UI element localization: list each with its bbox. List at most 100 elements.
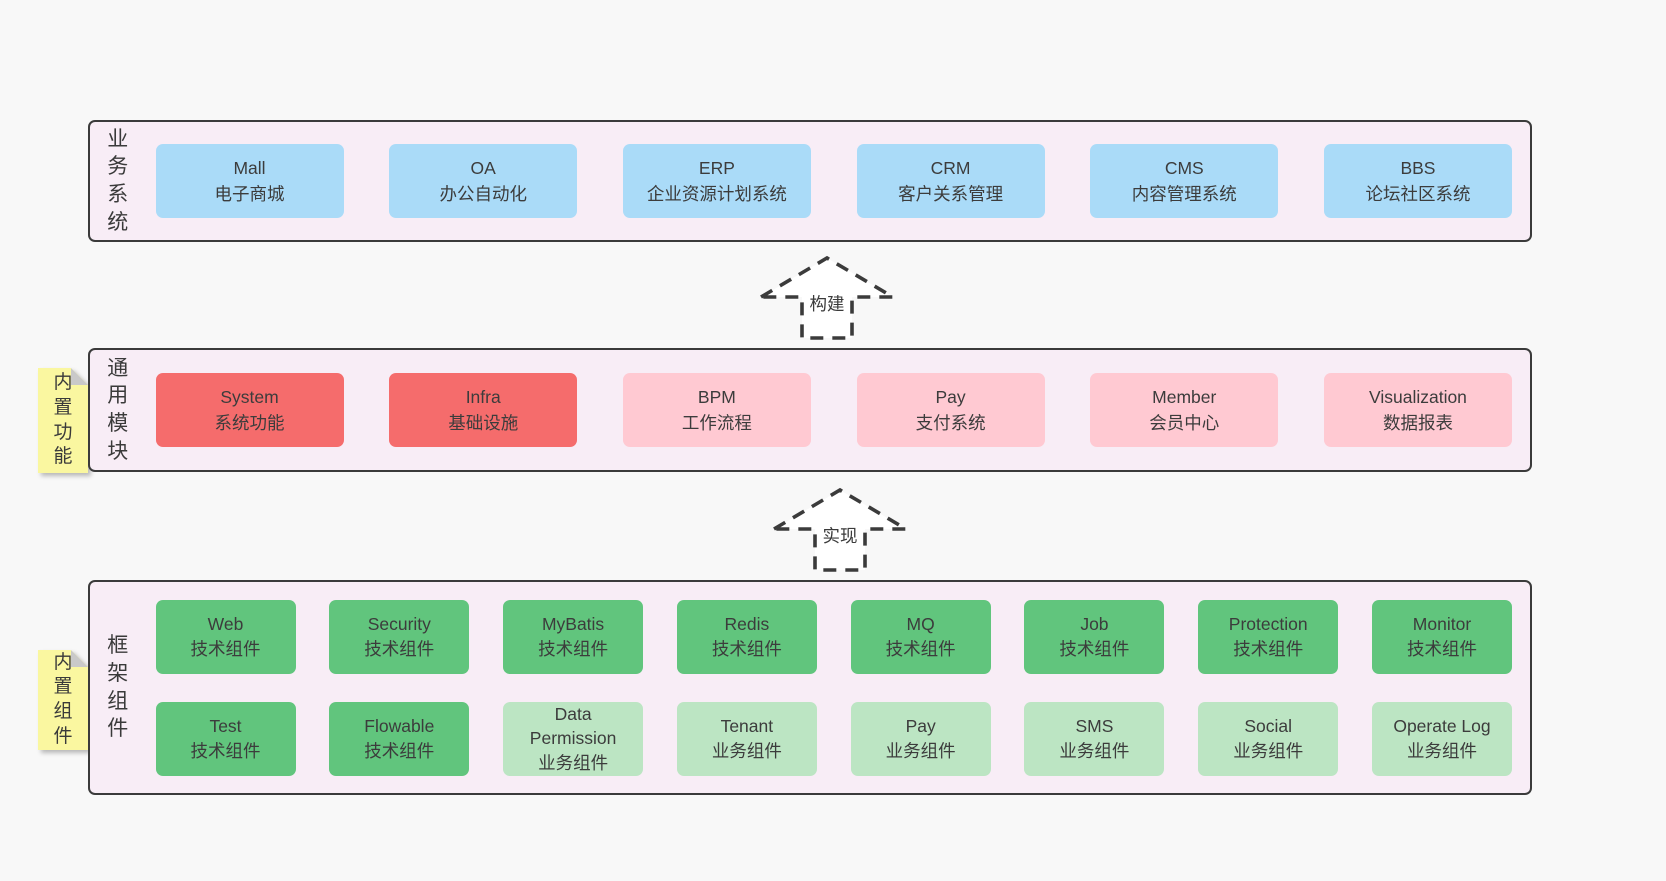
- framework-components-rows: Web 技术组件 Security 技术组件 MyBatis 技术组件 Redi…: [130, 582, 1530, 793]
- box-desc: 会员中心: [1149, 413, 1220, 433]
- box-name: Test: [209, 716, 242, 737]
- framework-components-row-2: Test 技术组件 Flowable 技术组件 Data Permission …: [155, 701, 1512, 776]
- box-flowable: Flowable 技术组件: [329, 701, 470, 776]
- box-desc: 技术组件: [885, 638, 956, 659]
- box-mall: Mall 电子商城: [155, 144, 344, 218]
- box-mybatis: MyBatis 技术组件: [503, 599, 644, 674]
- box-name: Pay: [935, 386, 966, 407]
- box-desc: 业务组件: [1059, 740, 1130, 761]
- box-protection: Protection 技术组件: [1198, 599, 1339, 674]
- box-test: Test 技术组件: [155, 701, 296, 776]
- box-bpm: BPM 工作流程: [622, 373, 811, 447]
- box-name: Visualization: [1368, 386, 1467, 407]
- box-name: BBS: [1400, 157, 1436, 178]
- box-infra: Infra 基础设施: [389, 373, 578, 447]
- box-desc: 技术组件: [190, 740, 261, 761]
- band-label-common-modules: 通用模块: [107, 356, 129, 463]
- box-name: ERP: [698, 157, 735, 178]
- band-business-systems: 业务系统 Mall 电子商城 OA 办公自动化 ERP 企业资源计划系统 CRM…: [88, 120, 1532, 242]
- box-desc: 论坛社区系统: [1365, 184, 1471, 204]
- box-name: Social: [1244, 716, 1293, 737]
- box-pay-component: Pay 业务组件: [850, 701, 991, 776]
- box-desc: 支付系统: [915, 413, 986, 433]
- box-name: SMS: [1075, 716, 1114, 737]
- box-name: CMS: [1164, 157, 1204, 178]
- box-name: Member: [1152, 386, 1217, 407]
- framework-components-row-1: Web 技术组件 Security 技术组件 MyBatis 技术组件 Redi…: [155, 599, 1512, 674]
- box-name: Protection: [1228, 614, 1308, 635]
- box-desc: 业务组件: [1233, 740, 1304, 761]
- arrow-implement-label: 实现: [819, 523, 861, 548]
- box-name: Infra: [465, 386, 501, 407]
- box-erp: ERP 企业资源计划系统: [622, 144, 811, 218]
- box-web: Web 技术组件: [155, 599, 296, 674]
- box-operate-log: Operate Log 业务组件: [1371, 701, 1512, 776]
- box-desc: 业务组件: [711, 740, 782, 761]
- band-framework-components: 框架组件 Web 技术组件 Security 技术组件 MyBatis 技术组件…: [88, 580, 1532, 795]
- box-desc: 工作流程: [681, 413, 752, 433]
- business-systems-boxes: Mall 电子商城 OA 办公自动化 ERP 企业资源计划系统 CRM 客户关系…: [130, 122, 1530, 240]
- band-label-business-systems: 业务系统: [107, 127, 129, 234]
- box-name: MQ: [906, 614, 935, 635]
- box-desc: 技术组件: [364, 740, 435, 761]
- box-desc: 技术组件: [711, 638, 782, 659]
- box-name: MyBatis: [541, 614, 605, 635]
- box-name: BPM: [697, 386, 736, 407]
- box-name: CRM: [930, 157, 971, 178]
- box-desc: 业务组件: [1406, 740, 1477, 761]
- box-desc: 电子商城: [214, 184, 285, 204]
- box-oa: OA 办公自动化: [389, 144, 578, 218]
- box-name: System: [220, 386, 279, 407]
- box-security: Security 技术组件: [329, 599, 470, 674]
- box-desc: 基础设施: [448, 413, 519, 433]
- box-pay-module: Pay 支付系统: [856, 373, 1045, 447]
- box-desc: 技术组件: [190, 638, 261, 659]
- box-desc: 技术组件: [1233, 638, 1304, 659]
- box-data-permission: Data Permission 业务组件: [503, 701, 644, 776]
- box-tenant: Tenant 业务组件: [676, 701, 817, 776]
- arrow-build-label: 构建: [806, 291, 848, 316]
- box-name: Job: [1080, 614, 1109, 635]
- box-cms: CMS 内容管理系统: [1090, 144, 1279, 218]
- box-name: Redis: [724, 614, 770, 635]
- box-desc: 技术组件: [538, 638, 609, 659]
- sticky-note-paper: 内置功能: [38, 368, 88, 473]
- box-system: System 系统功能: [155, 373, 344, 447]
- box-name: Security: [367, 614, 431, 635]
- box-crm: CRM 客户关系管理: [856, 144, 1045, 218]
- box-social: Social 业务组件: [1198, 701, 1339, 776]
- box-name: Mall: [233, 157, 266, 178]
- box-sms: SMS 业务组件: [1024, 701, 1165, 776]
- sticky-note-builtin-components: 内置组件: [38, 650, 88, 750]
- box-name: Data Permission: [529, 704, 617, 749]
- box-desc: 数据报表: [1382, 413, 1453, 433]
- box-member: Member 会员中心: [1090, 373, 1279, 447]
- arrow-build: 构建: [759, 255, 895, 341]
- sticky-note-label: 内置功能: [53, 372, 73, 468]
- box-mq: MQ 技术组件: [850, 599, 991, 674]
- band-common-modules: 通用模块 System 系统功能 Infra 基础设施 BPM 工作流程 Pay…: [88, 348, 1532, 472]
- box-name: Flowable: [364, 716, 435, 737]
- box-desc: 技术组件: [1406, 638, 1477, 659]
- sticky-note-label: 内置组件: [53, 651, 73, 747]
- box-desc: 企业资源计划系统: [646, 184, 787, 204]
- box-desc: 技术组件: [1059, 638, 1130, 659]
- box-name: OA: [470, 157, 496, 178]
- box-name: Operate Log: [1393, 716, 1491, 737]
- box-monitor: Monitor 技术组件: [1371, 599, 1512, 674]
- common-modules-boxes: System 系统功能 Infra 基础设施 BPM 工作流程 Pay 支付系统…: [130, 350, 1530, 470]
- box-name: Monitor: [1412, 614, 1472, 635]
- box-desc: 内容管理系统: [1131, 184, 1237, 204]
- box-desc: 客户关系管理: [898, 184, 1004, 204]
- arrow-implement: 实现: [772, 487, 908, 573]
- box-name: Web: [207, 614, 244, 635]
- box-desc: 办公自动化: [439, 184, 527, 204]
- box-visualization: Visualization 数据报表: [1323, 373, 1512, 447]
- band-label-framework-components: 框架组件: [107, 634, 129, 741]
- box-name: Pay: [905, 716, 936, 737]
- box-bbs: BBS 论坛社区系统: [1323, 144, 1512, 218]
- box-name: Tenant: [720, 716, 774, 737]
- box-desc: 业务组件: [885, 740, 956, 761]
- box-desc: 系统功能: [214, 413, 285, 433]
